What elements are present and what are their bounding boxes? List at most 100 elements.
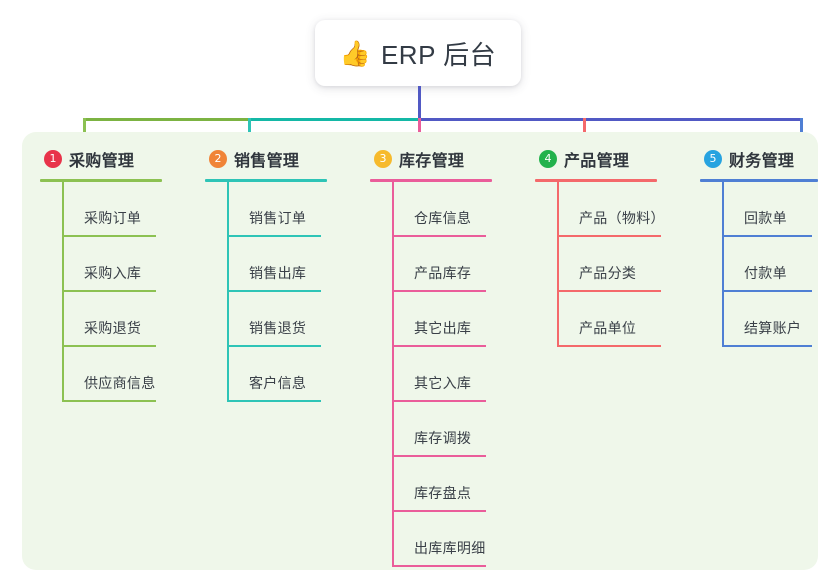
category-title: 财务管理 bbox=[729, 153, 795, 170]
category-title: 采购管理 bbox=[69, 153, 135, 170]
category-header[interactable]: 4 产品管理 bbox=[535, 146, 657, 172]
category-item-rule bbox=[557, 290, 661, 292]
category-column: 4 产品管理产品（物料） 产品分类产品单位 bbox=[535, 146, 665, 347]
category-spine bbox=[227, 182, 229, 402]
category-item-rule bbox=[392, 565, 486, 567]
category-item-rule bbox=[722, 290, 812, 292]
category-item[interactable]: 产品库存 bbox=[392, 237, 492, 292]
category-number-badge: 3 bbox=[374, 150, 392, 168]
category-column: 5 财务管理回款单付款单结算账户 bbox=[700, 146, 818, 347]
category-item-rule bbox=[557, 235, 661, 237]
category-column: 3 库存管理仓库信息产品库存其它出库其它入库库存调拨库存盘点出库库明细 bbox=[370, 146, 492, 567]
category-number-badge: 5 bbox=[704, 150, 722, 168]
category-item-list: 采购订单采购入库采购退货供应商信息 bbox=[62, 182, 162, 402]
category-item-label: 销售订单 bbox=[249, 210, 307, 226]
category-item-rule bbox=[392, 400, 486, 402]
category-item-rule bbox=[62, 345, 156, 347]
category-item-label: 回款单 bbox=[744, 210, 787, 226]
category-header[interactable]: 3 库存管理 bbox=[370, 146, 492, 172]
category-item[interactable]: 客户信息 bbox=[227, 347, 327, 402]
category-spine bbox=[392, 182, 394, 567]
category-underline bbox=[700, 179, 818, 182]
category-item[interactable]: 销售出库 bbox=[227, 237, 327, 292]
category-item-label: 产品库存 bbox=[414, 265, 472, 281]
category-header[interactable]: 1 采购管理 bbox=[40, 146, 162, 172]
category-item-rule bbox=[392, 345, 486, 347]
category-spine bbox=[557, 182, 559, 347]
category-item-label: 其它出库 bbox=[414, 320, 472, 336]
category-item-label: 其它入库 bbox=[414, 375, 472, 391]
category-number-badge: 1 bbox=[44, 150, 62, 168]
category-column: 2 销售管理销售订单销售出库销售退货客户信息 bbox=[205, 146, 327, 402]
category-item[interactable]: 产品单位 bbox=[557, 292, 661, 347]
category-item[interactable]: 供应商信息 bbox=[62, 347, 162, 402]
category-column: 1 采购管理采购订单采购入库采购退货供应商信息 bbox=[40, 146, 162, 402]
category-item[interactable]: 销售退货 bbox=[227, 292, 327, 347]
category-item-label: 库存盘点 bbox=[414, 485, 472, 501]
category-number-badge: 4 bbox=[539, 150, 557, 168]
category-header[interactable]: 2 销售管理 bbox=[205, 146, 327, 172]
category-item-label: 出库库明细 bbox=[414, 540, 486, 556]
category-item-rule bbox=[722, 235, 812, 237]
category-title: 库存管理 bbox=[399, 153, 465, 170]
category-header[interactable]: 5 财务管理 bbox=[700, 146, 818, 172]
category-item[interactable]: 库存盘点 bbox=[392, 457, 492, 512]
category-item-rule bbox=[227, 345, 321, 347]
category-underline bbox=[535, 179, 657, 182]
category-item-list: 销售订单销售出库销售退货客户信息 bbox=[227, 182, 327, 402]
category-item-rule bbox=[392, 235, 486, 237]
category-item-rule bbox=[722, 345, 812, 347]
category-item-rule bbox=[227, 400, 321, 402]
category-item-label: 仓库信息 bbox=[414, 210, 472, 226]
category-item-rule bbox=[227, 290, 321, 292]
category-item-rule bbox=[392, 510, 486, 512]
category-title: 销售管理 bbox=[234, 153, 300, 170]
category-item-rule bbox=[392, 290, 486, 292]
category-item[interactable]: 付款单 bbox=[722, 237, 818, 292]
category-underline bbox=[370, 179, 492, 182]
category-item-list: 仓库信息产品库存其它出库其它入库库存调拨库存盘点出库库明细 bbox=[392, 182, 492, 567]
category-item[interactable]: 其它出库 bbox=[392, 292, 492, 347]
category-number-badge: 2 bbox=[209, 150, 227, 168]
category-item[interactable]: 产品分类 bbox=[557, 237, 661, 292]
category-item-label: 付款单 bbox=[744, 265, 787, 281]
category-item-label: 结算账户 bbox=[744, 320, 802, 336]
category-item[interactable]: 销售订单 bbox=[227, 182, 327, 237]
category-spine bbox=[722, 182, 724, 347]
category-item[interactable]: 回款单 bbox=[722, 182, 818, 237]
category-item-rule bbox=[62, 400, 156, 402]
category-item-label: 销售出库 bbox=[249, 265, 307, 281]
root-node-content: 👍 ERP 后台 bbox=[340, 35, 496, 72]
categories-panel: 1 采购管理采购订单采购入库采购退货供应商信息 2 销售管理销售订单销售出库销售退货客… bbox=[22, 132, 818, 570]
category-item-label: 产品单位 bbox=[579, 320, 637, 336]
bus-segment-right bbox=[418, 118, 800, 121]
category-item[interactable]: 库存调拨 bbox=[392, 402, 492, 457]
bus-segment-mid bbox=[248, 118, 420, 121]
category-item-label: 采购退货 bbox=[84, 320, 142, 336]
root-node-title: ERP 后台 bbox=[380, 39, 497, 70]
category-item-label: 客户信息 bbox=[249, 375, 307, 391]
category-item-list: 产品（物料） 产品分类产品单位 bbox=[557, 182, 665, 347]
thumbs-up-icon: 👍 bbox=[339, 38, 371, 68]
category-item-rule bbox=[392, 455, 486, 457]
category-item[interactable]: 采购入库 bbox=[62, 237, 162, 292]
category-item-rule bbox=[227, 235, 321, 237]
category-item[interactable]: 采购退货 bbox=[62, 292, 162, 347]
category-underline bbox=[205, 179, 327, 182]
category-spine bbox=[62, 182, 64, 402]
category-item[interactable]: 出库库明细 bbox=[392, 512, 492, 567]
category-item[interactable]: 其它入库 bbox=[392, 347, 492, 402]
category-item[interactable]: 仓库信息 bbox=[392, 182, 492, 237]
category-item-label: 销售退货 bbox=[249, 320, 307, 336]
category-item[interactable]: 采购订单 bbox=[62, 182, 162, 237]
category-item-label: 采购订单 bbox=[84, 210, 142, 226]
category-title: 产品管理 bbox=[564, 153, 630, 170]
root-trunk-line bbox=[418, 86, 421, 121]
root-node[interactable]: 👍 ERP 后台 bbox=[315, 20, 521, 86]
category-item-rule bbox=[62, 290, 156, 292]
category-item[interactable]: 产品（物料） bbox=[557, 182, 665, 237]
category-item-label: 产品分类 bbox=[579, 265, 637, 281]
category-item-label: 产品（物料） bbox=[579, 210, 665, 226]
category-item-label: 供应商信息 bbox=[84, 375, 156, 391]
category-item[interactable]: 结算账户 bbox=[722, 292, 818, 347]
